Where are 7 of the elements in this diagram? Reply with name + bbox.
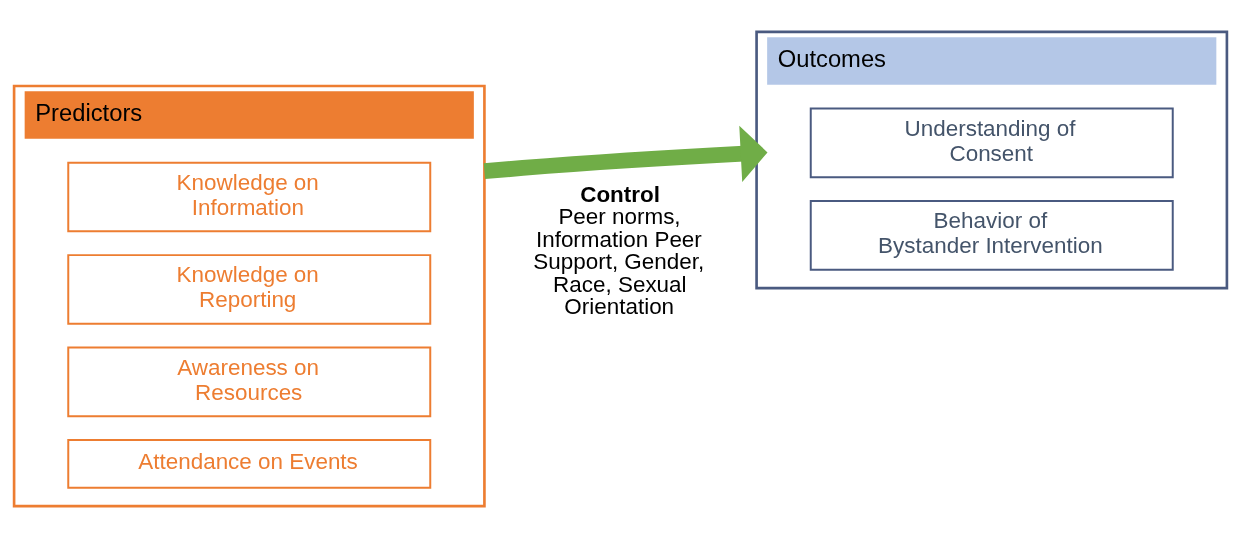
node-box: Understanding of Consent xyxy=(809,107,1174,178)
node-box: Knowledge on Information xyxy=(67,161,432,232)
node-box: Awareness on Resources xyxy=(67,346,432,417)
node-box: Knowledge on Reporting xyxy=(67,253,432,325)
arrow xyxy=(483,125,768,182)
node-box: Behavior of Bystander Intervention xyxy=(809,199,1174,271)
node-box: Attendance on Events xyxy=(67,438,432,489)
